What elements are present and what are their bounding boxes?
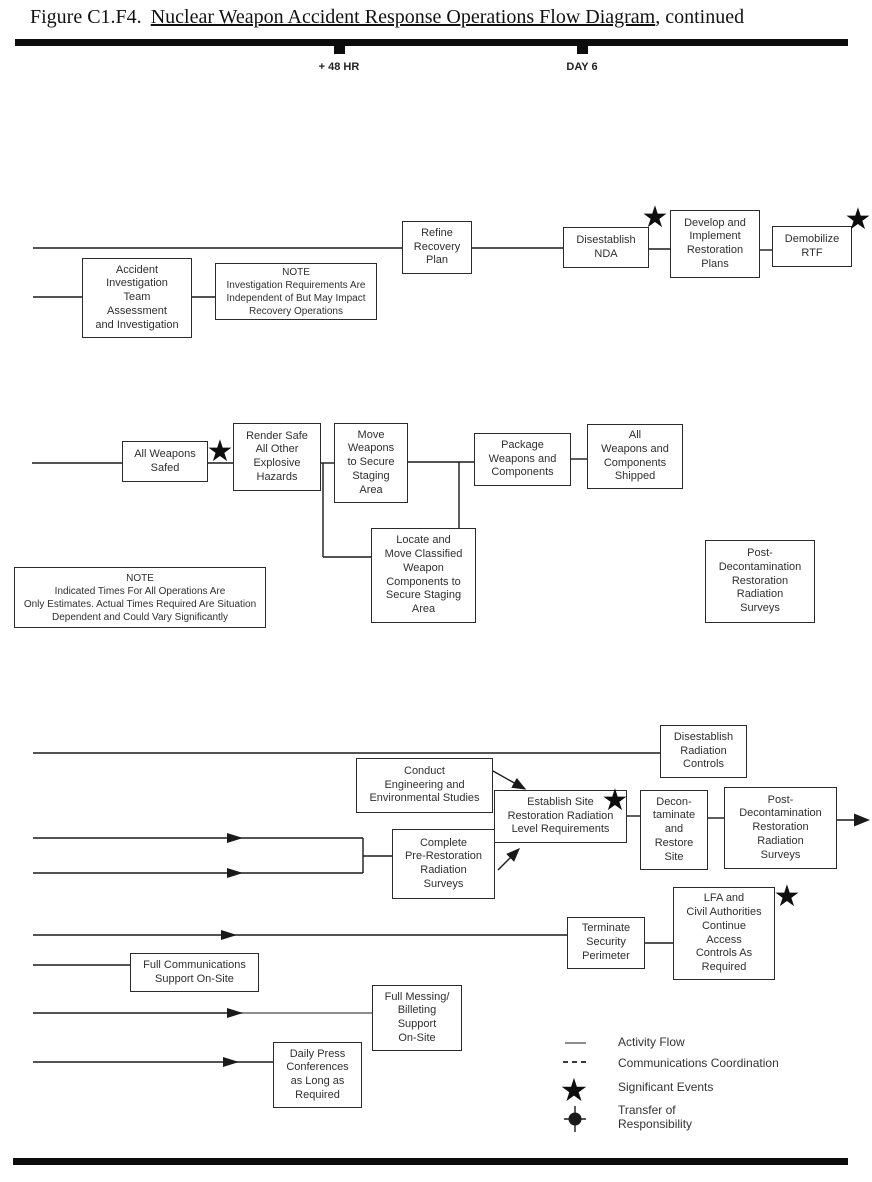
box-develop-restoration-plans: Develop and Implement Restoration Plans: [670, 210, 760, 278]
box-full-communications: Full Communications Support On-Site: [130, 953, 259, 992]
timeline-label-day6: DAY 6: [566, 61, 598, 73]
box-locate-move-classified-label: Locate and Move Classified Weapon Compon…: [384, 534, 463, 615]
box-complete-pre-restoration-label: Complete Pre-Restoration Radiation Surve…: [404, 836, 483, 890]
box-locate-move-classified: Locate and Move Classified Weapon Compon…: [371, 528, 476, 623]
box-post-decon-surveys-upper-label: Post- Decontamination Restoration Radiat…: [718, 547, 802, 615]
figure-title-suffix: , continued: [655, 6, 745, 28]
box-daily-press: Daily Press Conferences as Long as Requi…: [273, 1042, 362, 1108]
timeline-tick-day6: [577, 46, 588, 54]
legend-transfer-of-responsibility-icon: [562, 1106, 588, 1137]
box-decontaminate-restore: Decon- taminate and Restore Site: [640, 790, 708, 870]
box-daily-press-label: Daily Press Conferences as Long as Requi…: [286, 1047, 349, 1101]
legend-activity-flow-label: Activity Flow: [618, 1035, 685, 1049]
box-render-safe-label: Render Safe All Other Explosive Hazards: [246, 429, 308, 483]
box-post-decon-surveys-lower: Post- Decontamination Restoration Radiat…: [724, 787, 837, 869]
significant-event-star-nda: ★: [641, 201, 669, 234]
legend-communications-coordination-label: Communications Coordination: [618, 1056, 779, 1070]
box-package-weapons-label: Package Weapons and Components: [488, 438, 557, 479]
box-full-communications-label: Full Communications Support On-Site: [143, 958, 246, 985]
figure-title-prefix: Figure C1.F4.: [30, 6, 142, 28]
significant-event-star-establish-site: ★: [601, 784, 629, 817]
box-decontaminate-restore-label: Decon- taminate and Restore Site: [652, 795, 696, 863]
box-all-weapons-shipped: All Weapons and Components Shipped: [587, 424, 683, 489]
figure-title-underlined: Nuclear Weapon Accident Response Operati…: [150, 6, 656, 28]
legend-significant-events-star-icon: ★: [559, 1072, 589, 1108]
box-terminate-security-label: Terminate Security Perimeter: [581, 922, 631, 962]
box-disestablish-radiation-controls-label: Disestablish Radiation Controls: [673, 730, 734, 771]
box-lfa-civil-authorities: LFA and Civil Authorities Continue Acces…: [673, 887, 775, 980]
legend-communications-coordination-symbol: [563, 1061, 589, 1063]
bottom-rule: [13, 1158, 848, 1165]
box-accident-investigation: Accident Investigation Team Assessment a…: [82, 258, 192, 338]
box-conduct-engineering: Conduct Engineering and Environmental St…: [356, 758, 493, 813]
significant-event-star-rtf: ★: [844, 203, 872, 236]
legend-activity-flow-symbol: [565, 1042, 586, 1044]
box-accident-investigation-label: Accident Investigation Team Assessment a…: [95, 263, 179, 331]
box-render-safe: Render Safe All Other Explosive Hazards: [233, 423, 321, 491]
figure-title: Figure C1.F4. Nuclear Weapon Accident Res…: [30, 6, 850, 29]
significant-event-star-lfa: ★: [773, 880, 801, 913]
box-note-times: NOTE Indicated Times For All Operations …: [14, 567, 266, 628]
box-refine-recovery-plan: Refine Recovery Plan: [402, 221, 472, 274]
box-complete-pre-restoration: Complete Pre-Restoration Radiation Surve…: [392, 829, 495, 899]
box-note-investigation: NOTE Investigation Requirements Are Inde…: [215, 263, 377, 320]
timeline-label-48hr: + 48 HR: [318, 61, 360, 73]
box-demobilize-rtf: Demobilize RTF: [772, 226, 852, 267]
legend-transfer-of-responsibility-label: Transfer of Responsibility: [618, 1103, 693, 1131]
box-note-times-label: NOTE Indicated Times For All Operations …: [23, 572, 257, 623]
box-disestablish-radiation-controls: Disestablish Radiation Controls: [660, 725, 747, 778]
box-all-weapons-shipped-label: All Weapons and Components Shipped: [601, 429, 669, 483]
box-package-weapons: Package Weapons and Components: [474, 433, 571, 486]
box-all-weapons-safed: All Weapons Safed: [122, 441, 208, 482]
box-move-weapons: Move Weapons to Secure Staging Area: [334, 423, 408, 503]
timeline-tick-48hr: [334, 46, 345, 54]
legend-significant-events-label: Significant Events: [618, 1080, 714, 1094]
box-move-weapons-label: Move Weapons to Secure Staging Area: [347, 428, 395, 496]
box-full-messing-label: Full Messing/ Billeting Support On-Site: [384, 990, 450, 1044]
significant-event-star-weapons-safed: ★: [206, 435, 234, 468]
box-post-decon-surveys-upper: Post- Decontamination Restoration Radiat…: [705, 540, 815, 623]
box-full-messing: Full Messing/ Billeting Support On-Site: [372, 985, 462, 1051]
box-lfa-civil-authorities-label: LFA and Civil Authorities Continue Acces…: [686, 892, 762, 973]
box-establish-site-requirements-label: Establish Site Restoration Radiation Lev…: [507, 795, 614, 836]
box-refine-recovery-plan-label: Refine Recovery Plan: [413, 226, 461, 267]
box-demobilize-rtf-label: Demobilize RTF: [784, 232, 840, 259]
box-note-investigation-label: NOTE Investigation Requirements Are Inde…: [226, 266, 366, 317]
box-develop-restoration-plans-label: Develop and Implement Restoration Plans: [684, 216, 746, 270]
box-conduct-engineering-label: Conduct Engineering and Environmental St…: [369, 764, 480, 805]
box-all-weapons-safed-label: All Weapons Safed: [134, 447, 196, 474]
timeline-bar: [15, 39, 848, 46]
box-disestablish-nda: Disestablish NDA: [563, 227, 649, 268]
box-establish-site-requirements: Establish Site Restoration Radiation Lev…: [494, 790, 627, 843]
box-post-decon-surveys-lower-label: Post- Decontamination Restoration Radiat…: [739, 793, 822, 861]
box-disestablish-nda-label: Disestablish NDA: [576, 233, 636, 260]
box-terminate-security: Terminate Security Perimeter: [567, 917, 645, 969]
